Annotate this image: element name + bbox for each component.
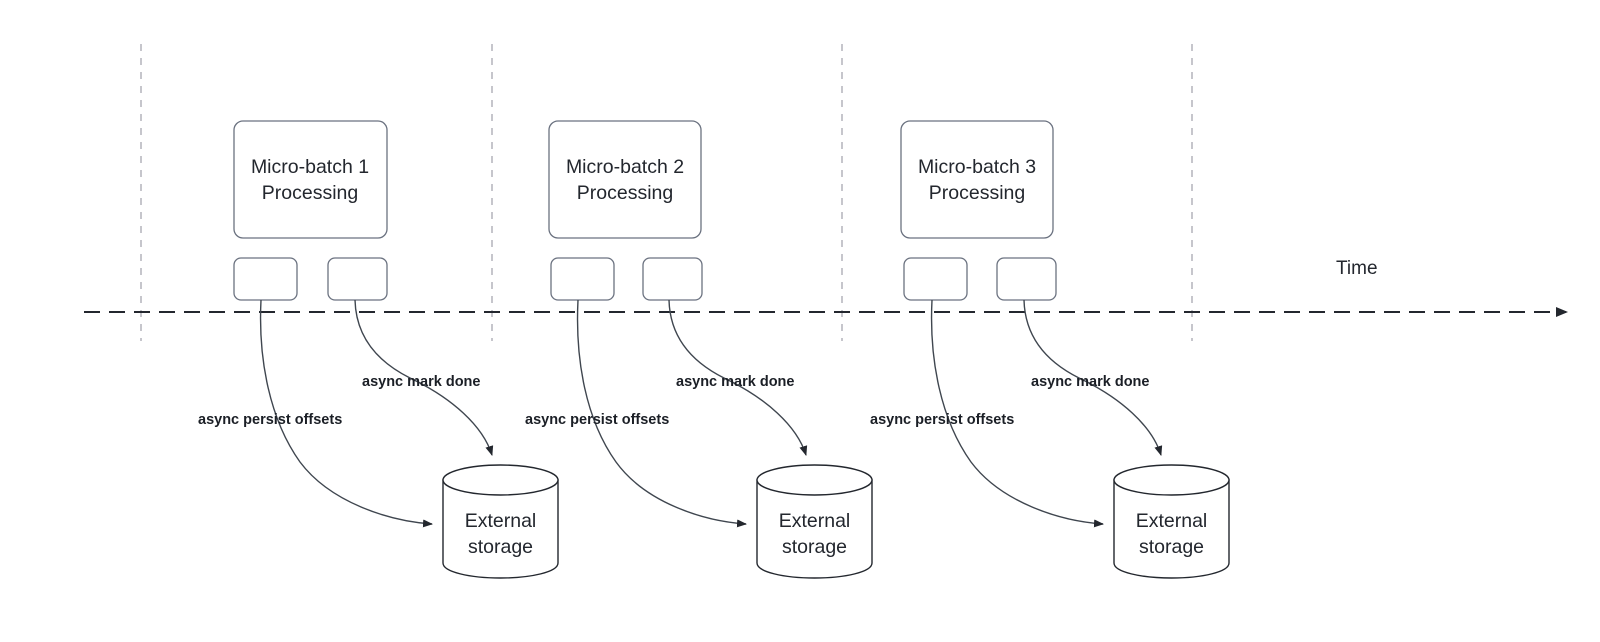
micro-batch-2-task-box-a[interactable] — [550, 257, 615, 301]
edge-async-mark-done-3 — [1023, 299, 1163, 456]
external-storage-2-body[interactable] — [756, 479, 873, 579]
micro-batch-3-box[interactable] — [900, 120, 1054, 239]
edge-async-persist-offsets-2 — [576, 299, 747, 528]
external-storage-2-top — [756, 464, 873, 496]
edge-label-async-persist-offsets-2: async persist offsets — [525, 412, 669, 428]
micro-batch-3-task-box-b[interactable] — [996, 257, 1057, 301]
external-storage-3-top — [1113, 464, 1230, 496]
time-axis-label: Time — [1336, 258, 1378, 279]
external-storage-1-top — [442, 464, 559, 496]
external-storage-3-label-line2: storage — [1139, 536, 1204, 558]
external-storage-1-label-line2: storage — [468, 536, 533, 558]
edge-label-async-mark-done-3: async mark done — [1031, 374, 1149, 390]
edge-async-persist-offsets-3 — [930, 299, 1104, 528]
micro-batch-2-label-line2: Processing — [577, 182, 673, 204]
external-storage-1-label-line1: External — [465, 510, 537, 532]
external-storage-3-body[interactable] — [1113, 479, 1230, 579]
edge-label-async-persist-offsets-1: async persist offsets — [198, 412, 342, 428]
external-storage-2-label-line2: storage — [782, 536, 847, 558]
external-storage-1-body[interactable] — [442, 479, 559, 579]
group-2: Micro-batch 2 Processing async mark done… — [525, 120, 873, 579]
micro-batch-1-box[interactable] — [233, 120, 388, 239]
edge-async-mark-done-1 — [354, 299, 494, 456]
micro-batch-1-label-line2: Processing — [262, 182, 358, 204]
micro-batch-1-label-line1: Micro-batch 1 — [251, 156, 369, 178]
edge-label-async-mark-done-1: async mark done — [362, 374, 480, 390]
micro-batch-2-task-box-b[interactable] — [642, 257, 703, 301]
micro-batch-2-label-line1: Micro-batch 2 — [566, 156, 684, 178]
micro-batch-2-box[interactable] — [548, 120, 702, 239]
micro-batch-3-label-line2: Processing — [929, 182, 1025, 204]
external-storage-2-label-line1: External — [779, 510, 851, 532]
group-1: Micro-batch 1 Processing async mark done… — [198, 120, 559, 579]
micro-batch-3-label-line1: Micro-batch 3 — [918, 156, 1036, 178]
edge-label-async-persist-offsets-3: async persist offsets — [870, 412, 1014, 428]
edge-async-mark-done-2 — [668, 299, 808, 456]
edge-label-async-mark-done-2: async mark done — [676, 374, 794, 390]
micro-batch-1-task-box-a[interactable] — [233, 257, 298, 301]
group-3: Micro-batch 3 Processing async mark done… — [870, 120, 1230, 579]
edge-async-persist-offsets-1 — [259, 299, 433, 528]
micro-batch-1-task-box-b[interactable] — [327, 257, 388, 301]
micro-batch-3-task-box-a[interactable] — [903, 257, 968, 301]
external-storage-3-label-line1: External — [1136, 510, 1208, 532]
